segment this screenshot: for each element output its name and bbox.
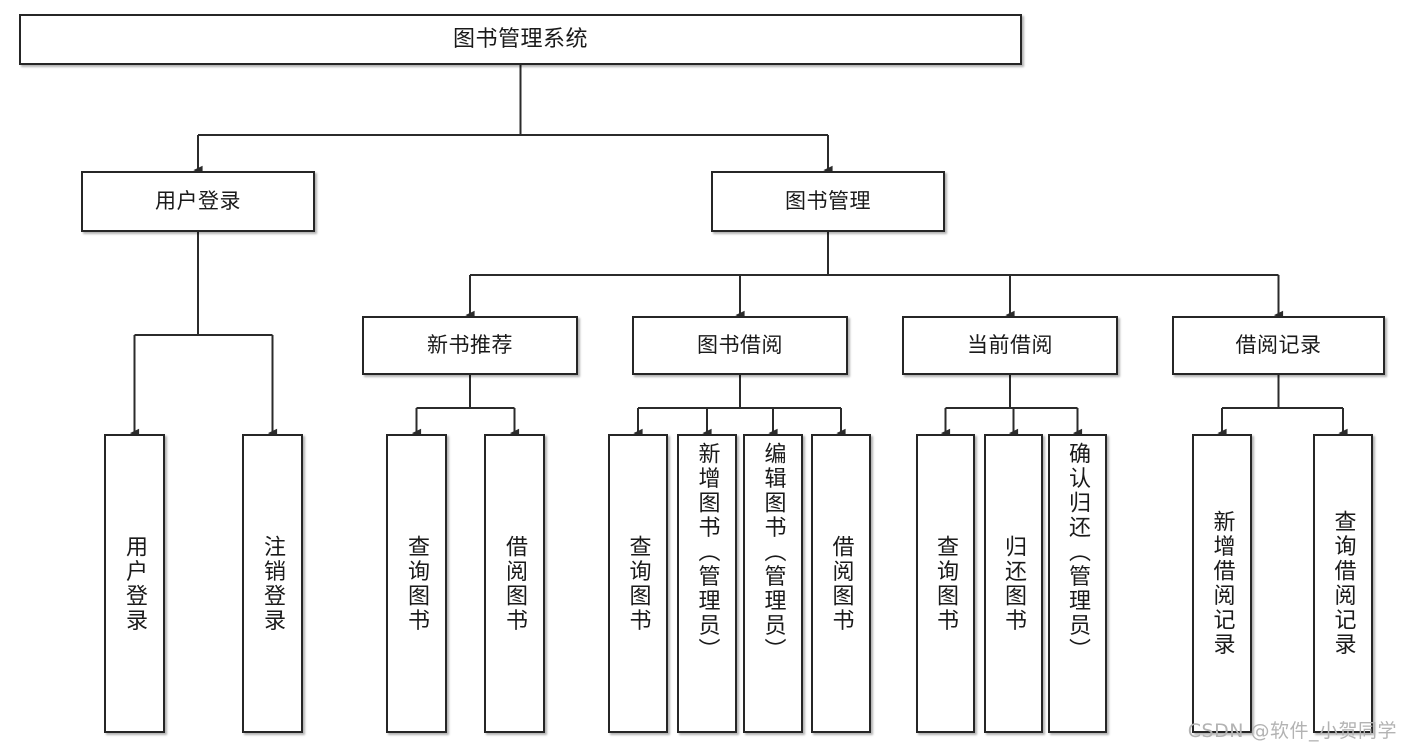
- node-label: 用户登录: [155, 189, 241, 214]
- tree-connectors: [129, 65, 1348, 438]
- node-label: 注销登录: [260, 534, 286, 633]
- node-leaf-bor-take[interactable]: 借阅图书: [811, 434, 871, 733]
- node-leaf-new-query[interactable]: 查询图书: [386, 434, 447, 733]
- node-label: 确认归还（管理员）: [1065, 442, 1091, 663]
- node-bookmgmt[interactable]: 图书管理: [711, 171, 945, 232]
- node-root[interactable]: 图书管理系统: [19, 14, 1022, 65]
- node-label: 用户登录: [122, 534, 148, 633]
- node-label: 查询借阅记录: [1330, 510, 1356, 657]
- node-label: 归还图书: [1001, 534, 1027, 633]
- node-label: 图书借阅: [697, 333, 783, 358]
- node-label: 借阅记录: [1235, 333, 1322, 358]
- node-leaf-rec-add[interactable]: 新增借阅记录: [1192, 434, 1252, 733]
- node-label: 借阅图书: [828, 534, 854, 633]
- node-label: 新增图书（管理员）: [694, 442, 720, 663]
- node-leaf-cur-confirm[interactable]: 确认归还（管理员）: [1048, 434, 1107, 733]
- node-leaf-bor-edit[interactable]: 编辑图书（管理员）: [743, 434, 803, 733]
- node-login[interactable]: 用户登录: [81, 171, 315, 232]
- node-leaf-rec-query[interactable]: 查询借阅记录: [1313, 434, 1373, 733]
- node-leaf-cur-query[interactable]: 查询图书: [916, 434, 975, 733]
- node-label: 新书推荐: [427, 333, 513, 358]
- node-label: 查询图书: [625, 534, 651, 633]
- node-label: 查询图书: [933, 534, 959, 633]
- node-borrow[interactable]: 图书借阅: [632, 316, 848, 375]
- node-leaf-user-logout[interactable]: 注销登录: [242, 434, 303, 733]
- node-leaf-bor-add[interactable]: 新增图书（管理员）: [677, 434, 737, 733]
- node-label: 新增借阅记录: [1209, 510, 1235, 657]
- node-label: 查询图书: [404, 534, 430, 633]
- node-current[interactable]: 当前借阅: [902, 316, 1118, 375]
- node-label: 当前借阅: [967, 333, 1053, 358]
- node-label: 编辑图书（管理员）: [760, 442, 786, 663]
- node-records[interactable]: 借阅记录: [1172, 316, 1385, 375]
- node-label: 图书管理: [785, 189, 871, 214]
- node-leaf-bor-query[interactable]: 查询图书: [608, 434, 668, 733]
- node-leaf-new-borrow[interactable]: 借阅图书: [484, 434, 545, 733]
- node-leaf-user-login[interactable]: 用户登录: [104, 434, 165, 733]
- node-label: 图书管理系统: [452, 26, 588, 52]
- node-newbooks[interactable]: 新书推荐: [362, 316, 578, 375]
- node-label: 借阅图书: [502, 534, 528, 633]
- node-leaf-cur-return[interactable]: 归还图书: [984, 434, 1043, 733]
